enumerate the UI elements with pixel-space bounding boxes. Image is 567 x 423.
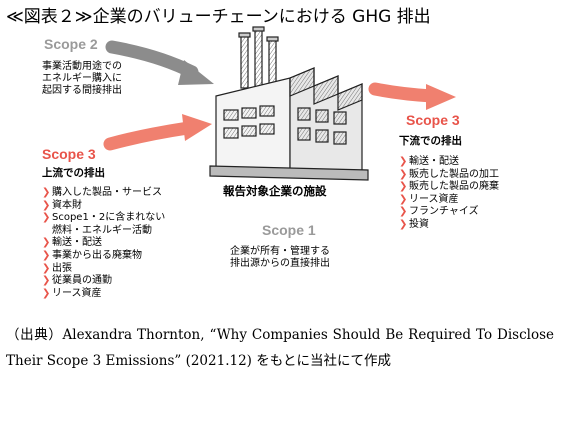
scope2-arrow (105, 40, 199, 79)
scope3-upstream-label: Scope 3 (42, 146, 96, 162)
list-item: ❯リース資産 (42, 287, 102, 299)
list-item: ❯輸送・配送 (42, 237, 102, 249)
scope1-label: Scope 1 (262, 222, 316, 238)
list-item: 燃料・エネルギー活動 (52, 224, 152, 236)
scope3-upstream-arrow (103, 121, 195, 151)
scope3-downstream-arrow (368, 82, 439, 103)
scope1-desc-line: 排出源からの直接排出 (230, 258, 330, 269)
scope3-upstream-list: ❯購入した製品・サービス ❯資本財 ❯Scope1・2に含まれない 燃料・エネル… (42, 187, 165, 300)
list-item: ❯従業員の通勤 (42, 275, 112, 287)
source-caption: （出典）Alexandra Thornton, “Why Companies S… (6, 327, 554, 369)
factory-building (209, 26, 369, 181)
figure-title: ≪図表２≫企業のバリューチェーンにおける GHG 排出 (6, 7, 431, 27)
list-item: ❯販売した製品の廃棄 (399, 181, 499, 193)
list-item: ❯事業から出る廃棄物 (42, 249, 142, 261)
list-item: ❯リース資産 (399, 193, 459, 205)
scope3-downstream-list: ❯輸送・配送 ❯販売した製品の加工 ❯販売した製品の廃棄 ❯リース資産 ❯フラン… (399, 156, 499, 232)
facility-label: 報告対象企業の施設 (223, 184, 327, 198)
scope2-desc-line: エネルギー購入に (42, 73, 122, 84)
list-item: ❯購入した製品・サービス (42, 187, 162, 198)
scope2-desc-line: 起因する間接排出 (42, 85, 122, 96)
list-item: ❯資本財 (42, 199, 82, 211)
list-item: ❯出張 (42, 262, 72, 274)
list-item: ❯フランチャイズ (399, 206, 479, 218)
scope1-desc-line: 企業が所有・管理する (230, 246, 330, 257)
scope2-description: 事業活動用途での エネルギー購入に 起因する間接排出 (42, 61, 122, 97)
list-item: ❯輸送・配送 (399, 156, 459, 167)
list-item: ❯Scope1・2に含まれない (42, 212, 166, 224)
scope3-downstream-label: Scope 3 (406, 112, 460, 128)
list-item: ❯投資 (399, 218, 429, 230)
scope2-label: Scope 2 (44, 36, 98, 52)
scope3-downstream-heading: 下流での排出 (399, 135, 462, 147)
scope1-description: 企業が所有・管理する 排出源からの直接排出 (230, 246, 330, 270)
scope3-upstream-arrowhead (182, 114, 212, 141)
list-item: ❯販売した製品の加工 (399, 168, 499, 180)
scope3-upstream-heading: 上流での排出 (42, 167, 105, 179)
scope2-arrowhead (178, 60, 214, 85)
scope2-desc-line: 事業活動用途での (42, 61, 122, 72)
scope3-downstream-arrowhead (426, 84, 456, 110)
